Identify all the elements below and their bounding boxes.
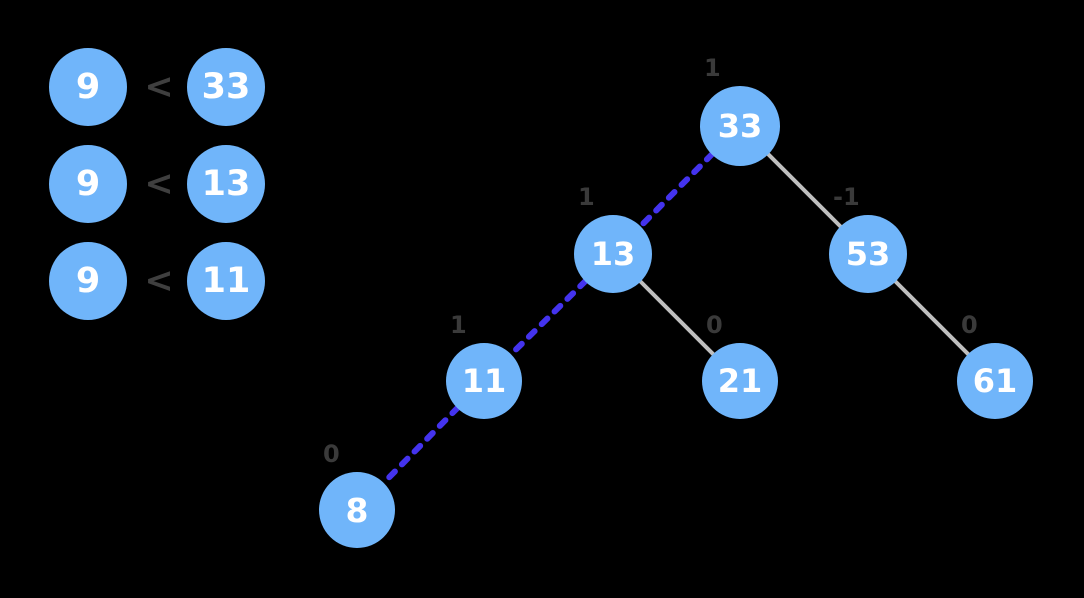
comparison-left-node: 9	[49, 48, 127, 126]
comparison-right-node: 33	[187, 48, 265, 126]
tree-node[interactable]: 13	[574, 215, 652, 293]
tree-node[interactable]: 33	[700, 86, 780, 166]
tree-node[interactable]: 53	[829, 215, 907, 293]
balance-factor-label: 1	[704, 54, 721, 82]
comparison-left-node: 9	[49, 242, 127, 320]
tree-edge-highlighted	[379, 404, 462, 487]
comparison-row: 9 <11	[0, 242, 300, 320]
balance-factor-label: 1	[578, 183, 595, 211]
comparison-operator: <	[144, 67, 174, 107]
tree-node[interactable]: 21	[702, 343, 778, 419]
comparison-right-node: 13	[187, 145, 265, 223]
comparison-left-node: 9	[49, 145, 127, 223]
tree-edge-highlighted	[636, 150, 716, 231]
balance-factor-label: 0	[706, 311, 723, 339]
comparison-panel: 9 <33 9 <13 9 <11	[0, 0, 300, 340]
comparison-operator: <	[144, 164, 174, 204]
tree-edge-highlighted	[507, 277, 589, 359]
tree-edge	[766, 152, 843, 229]
balance-factor-label: -1	[833, 183, 860, 211]
comparison-row: 9 <33	[0, 48, 300, 126]
balance-factor-label: 1	[450, 311, 467, 339]
balance-factor-label: 0	[323, 440, 340, 468]
balance-factor-label: 0	[961, 311, 978, 339]
comparison-row: 9 <13	[0, 145, 300, 223]
tree-edge	[638, 279, 716, 357]
tree-node[interactable]: 61	[957, 343, 1033, 419]
tree-edge	[893, 279, 971, 357]
comparison-operator: <	[144, 261, 174, 301]
comparison-right-node: 11	[187, 242, 265, 320]
tree-node[interactable]: 11	[446, 343, 522, 419]
tree-node[interactable]: 8	[319, 472, 395, 548]
